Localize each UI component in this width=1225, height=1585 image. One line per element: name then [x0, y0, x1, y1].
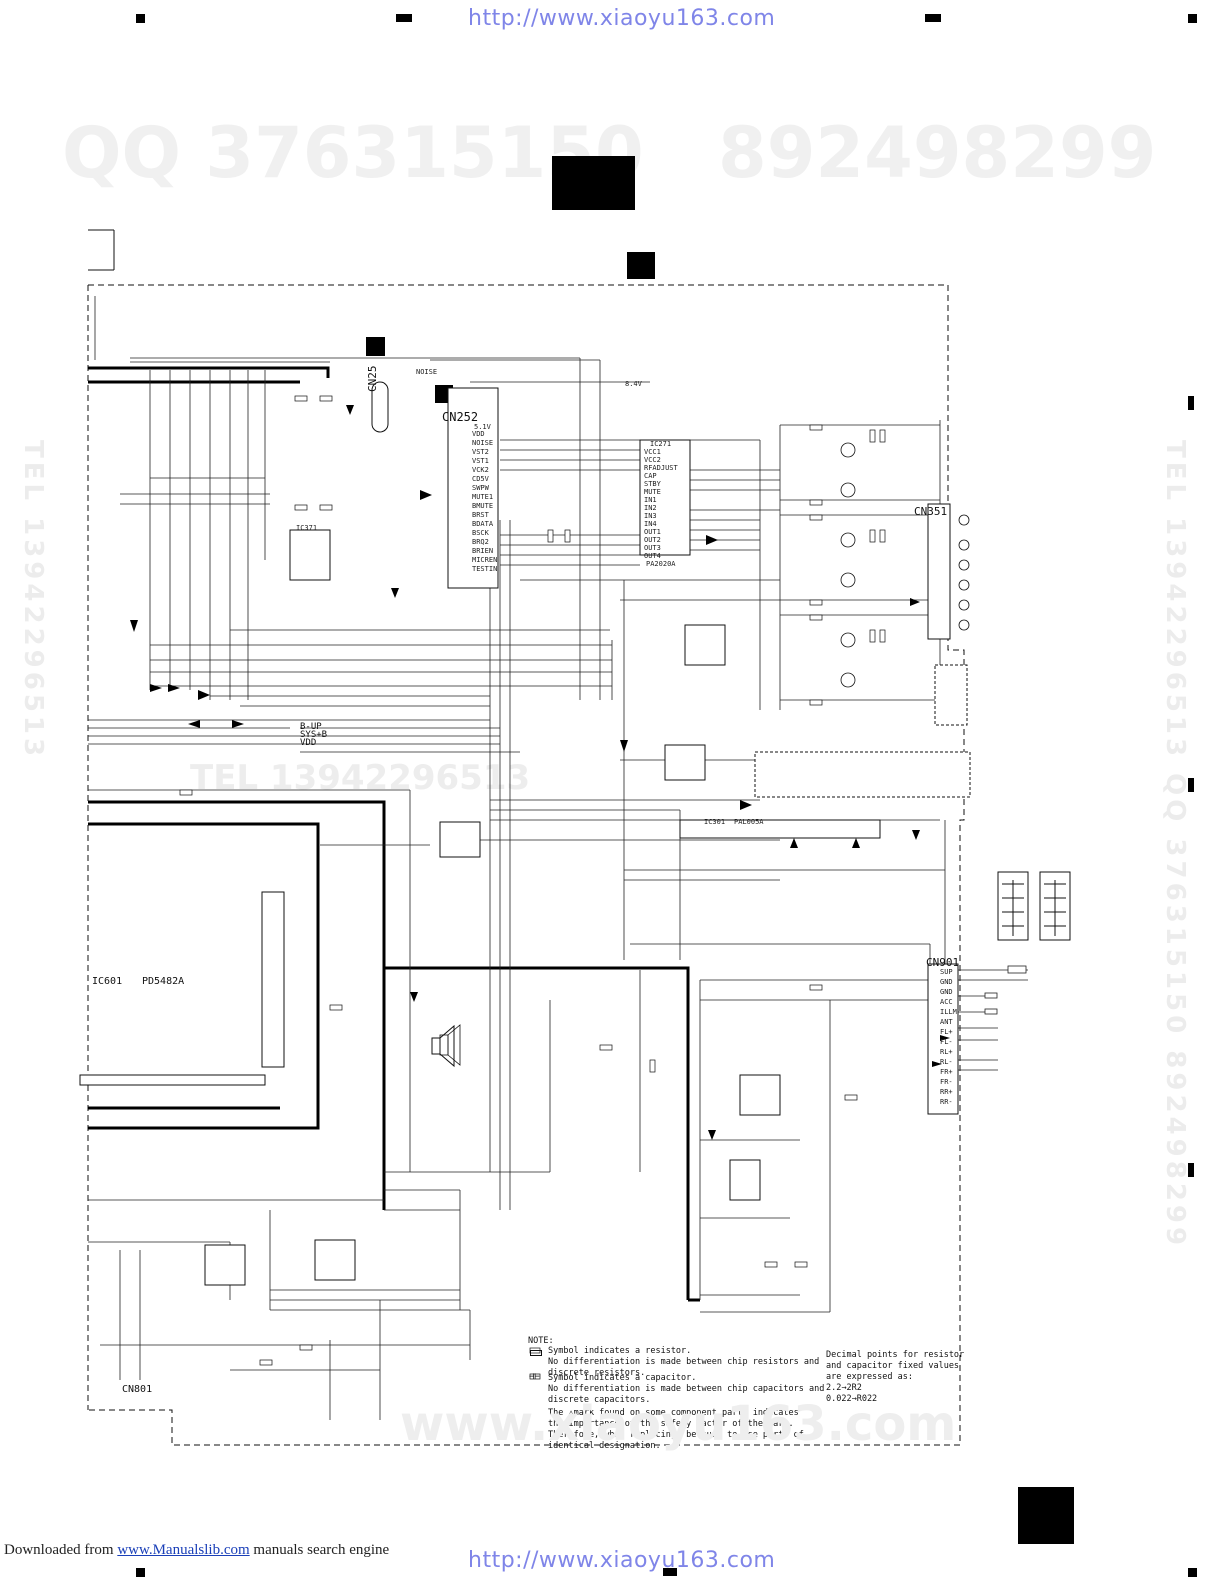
capacitor-symbol-icon: ⊣⊢: [529, 1372, 540, 1382]
pa-pin: STBY: [644, 480, 661, 488]
pa-pin: IN3: [644, 512, 657, 520]
pa-pin: OUT2: [644, 536, 661, 544]
cn901-pin: ACC: [940, 998, 953, 1006]
cn252-pin: BDATA: [472, 520, 494, 528]
ic601-part: PD5482A: [142, 976, 185, 987]
ic371-label: IC371: [296, 524, 318, 532]
cn901-pin: FL-: [940, 1038, 953, 1046]
ic271-label: IC271: [650, 440, 672, 448]
pa-pin: OUT3: [644, 544, 661, 552]
registration-mark: [1188, 778, 1194, 792]
pa-pin: IN2: [644, 504, 657, 512]
cn801-label: CN801: [122, 1384, 153, 1395]
cn901-pin-list: SUP GND GND ACC ILLM ANT FL+ FL- RL+ RL-…: [940, 968, 966, 1108]
cn901-pin: RR-: [940, 1098, 953, 1106]
pa-pin: OUT1: [644, 528, 661, 536]
footer-download-text: Downloaded from www.Manualslib.com manua…: [4, 1542, 389, 1559]
cn901-pin: FR-: [940, 1078, 953, 1086]
watermark-qq: QQ 376315150: [62, 112, 644, 194]
watermark-left: TEL 13942296513: [18, 440, 48, 761]
note-capacitor: Symbol indicates a capacitor. No differe…: [548, 1373, 825, 1405]
cn351-label: CN351: [914, 505, 948, 518]
cn252-pin: SWPW: [472, 484, 489, 492]
cn252-pin: MICREN: [472, 556, 498, 564]
cn901-pin: RL+: [940, 1048, 953, 1056]
section-block-small: [627, 252, 655, 279]
pa-pin: VCC2: [644, 456, 661, 464]
cn252-pin: VST1: [472, 457, 489, 465]
cn901-pin: SUP: [940, 968, 953, 976]
section-block-corner: [1018, 1487, 1074, 1544]
rail-b-up: B-UP: [300, 722, 322, 732]
pa-pin: IN4: [644, 520, 657, 528]
top-url[interactable]: http://www.xiaoyu163.com: [468, 6, 776, 31]
registration-mark: [1188, 1568, 1197, 1577]
pa-pin: CAP: [644, 472, 657, 480]
rail-vdd: VDD: [300, 738, 317, 748]
watermark-bottom: www.xiaoyu163.com: [400, 1396, 957, 1452]
cn901-pin: ANT: [940, 1018, 953, 1026]
ic601-label: IC601: [92, 976, 123, 987]
watermark-number: 892498299: [718, 112, 1157, 194]
cn901-label: CN901: [926, 956, 960, 969]
footer-suffix: manuals search engine: [249, 1542, 390, 1558]
watermark-middle: TEL 13942296513: [190, 758, 531, 798]
cn252-pin: MUTE1: [472, 493, 494, 501]
registration-mark: [136, 1568, 145, 1577]
pa-pin: VCC1: [644, 448, 661, 456]
pa-pin: MUTE: [644, 488, 661, 496]
footer-prefix: Downloaded from: [4, 1542, 118, 1558]
registration-mark: [1188, 396, 1194, 410]
cn252-pin: CD5V: [472, 475, 489, 483]
ic301-label: IC301: [704, 818, 726, 826]
pa-pin: IN1: [644, 496, 657, 504]
pa-pin: RFADJUST: [644, 464, 678, 472]
manualslib-link[interactable]: www.Manualslib.com: [117, 1542, 250, 1558]
ic301-part: PAL005A: [734, 818, 764, 826]
cn252-pin: BSCK: [472, 529, 489, 537]
note-safety: The △mark found on some component parts …: [548, 1408, 804, 1451]
cn901-pin: ILLM: [940, 1008, 957, 1016]
registration-mark: [1188, 1163, 1194, 1177]
cn901-pin: GND: [940, 978, 953, 986]
cn901-pin: GND: [940, 988, 953, 996]
cn252-pin: VCK2: [472, 466, 489, 474]
cn901-pin: RR+: [940, 1088, 953, 1096]
ic271-part: PA2020A: [646, 560, 676, 568]
rail-5v1: 5.1V: [474, 423, 491, 431]
note-resistor: Symbol indicates a resistor. No differen…: [548, 1346, 820, 1378]
cn252-label: CN252: [442, 410, 479, 424]
cn252-pin: BRQ2: [472, 538, 489, 546]
pa-pin-list: VCC1 VCC2 RFADJUST CAP STBY MUTE IN1 IN2…: [644, 448, 688, 560]
section-block-large: [552, 156, 635, 210]
section-block-cn25: [366, 337, 385, 356]
cn252-pin: VDD: [472, 430, 485, 438]
rail-noise: NOISE: [416, 368, 438, 376]
registration-mark: [136, 14, 145, 23]
cn25-label: CN25: [366, 365, 379, 393]
note-decimal: Decimal points for resistor and capacito…: [826, 1350, 965, 1404]
rail-8v4: 8.4V: [625, 380, 642, 388]
cn252-pin: BMUTE: [472, 502, 494, 510]
cn901-pin: RL-: [940, 1058, 953, 1066]
cn901-pin: FR+: [940, 1068, 953, 1076]
cn252-pin: TESTIN: [472, 565, 498, 573]
note-title: NOTE:: [528, 1336, 554, 1346]
registration-bar: [396, 14, 412, 22]
cn252-pin: VST2: [472, 448, 489, 456]
bottom-url[interactable]: http://www.xiaoyu163.com: [468, 1548, 776, 1573]
registration-bar: [663, 1568, 677, 1576]
registration-bar: [925, 14, 941, 22]
cn252-pin: BRST: [472, 511, 489, 519]
cn901-pin: FL+: [940, 1028, 953, 1036]
registration-mark: [1188, 14, 1197, 23]
cn252-pin: NOISE: [472, 439, 494, 447]
resistor-symbol-icon: [530, 1350, 542, 1356]
pa-pin: OUT4: [644, 552, 661, 560]
cn252-pin-list: VDD NOISE VST2 VST1 VCK2 CD5V SWPW MUTE1…: [472, 430, 504, 573]
watermark-right: TEL 13942296513 QQ 376315150 892498299: [1160, 440, 1190, 1250]
rail-sys-b: SYS+B: [300, 730, 328, 740]
cn252-pin: BRIEN: [472, 547, 494, 555]
